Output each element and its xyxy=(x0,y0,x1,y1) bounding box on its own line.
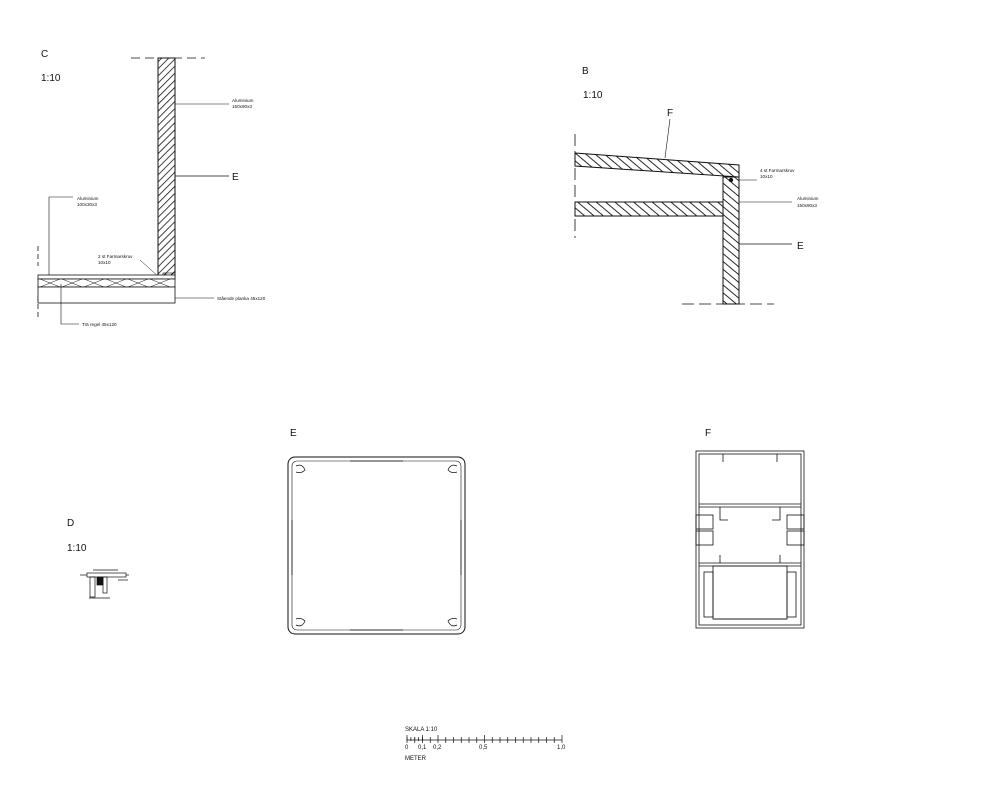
detail-d-scale: 1:10 xyxy=(67,543,87,554)
beam-horizontal xyxy=(574,201,724,217)
scale-bar-unit: METER xyxy=(405,756,427,762)
b-e-tag: E xyxy=(797,241,804,252)
scale-bar-title: SKALA 1:10 xyxy=(405,727,438,733)
c-screw-l1: 2 st Farmarskruv xyxy=(98,254,133,259)
c-alu-side-l2: 100x30x3 xyxy=(77,202,97,207)
section-f: F xyxy=(695,428,805,629)
scale-tick-0: 0 xyxy=(405,745,409,751)
b-alu-l1: Aluminium xyxy=(797,196,819,201)
detail-c: C 1:10 Aluminium 150x90x3 E Aluminium 10… xyxy=(37,49,266,327)
upright-e xyxy=(157,57,176,277)
detail-c-letter: C xyxy=(41,49,48,60)
beam-f xyxy=(574,152,740,178)
c-reg-note: Trä regel 45x120 xyxy=(82,322,117,327)
detail-d-letter: D xyxy=(67,518,74,529)
detail-b-letter: B xyxy=(582,66,589,77)
c-screw-l2: 10x10 xyxy=(98,260,111,265)
scale-tick-0-2: 0,2 xyxy=(433,745,442,751)
scale-tick-1-0: 1,0 xyxy=(557,745,566,751)
b-screw-l2: 10x10 xyxy=(760,174,773,179)
c-plank-note: Stående planka 45x120 xyxy=(217,295,266,301)
section-f-letter: F xyxy=(705,428,711,439)
b-screw-l1: 4 st Farmarskruv xyxy=(760,168,795,173)
section-e-letter: E xyxy=(290,428,297,439)
detail-b: B 1:10 F 4 st Farmarskruv 10x10 Aluminiu… xyxy=(574,66,819,305)
b-alu-l2: 150x90x3 xyxy=(797,203,817,208)
c-alu-top-l1: Aluminium xyxy=(232,98,254,103)
detail-d: D 1:10 xyxy=(67,518,129,599)
c-e-tag: E xyxy=(232,172,239,183)
c-alu-side-l1: Aluminium xyxy=(77,196,99,201)
column-e xyxy=(722,176,740,305)
scale-tick-0-1: 0,1 xyxy=(418,745,427,751)
detail-b-scale: 1:10 xyxy=(583,90,603,101)
section-e: E xyxy=(287,428,466,635)
detail-c-scale: 1:10 xyxy=(41,73,61,84)
scale-bar: SKALA 1:10 0 0,1 0,2 0,5 1,0 METER xyxy=(405,727,566,762)
scale-tick-0-5: 0,5 xyxy=(479,745,488,751)
b-f-tag: F xyxy=(667,108,673,119)
c-alu-top-l2: 150x90x3 xyxy=(232,104,252,109)
